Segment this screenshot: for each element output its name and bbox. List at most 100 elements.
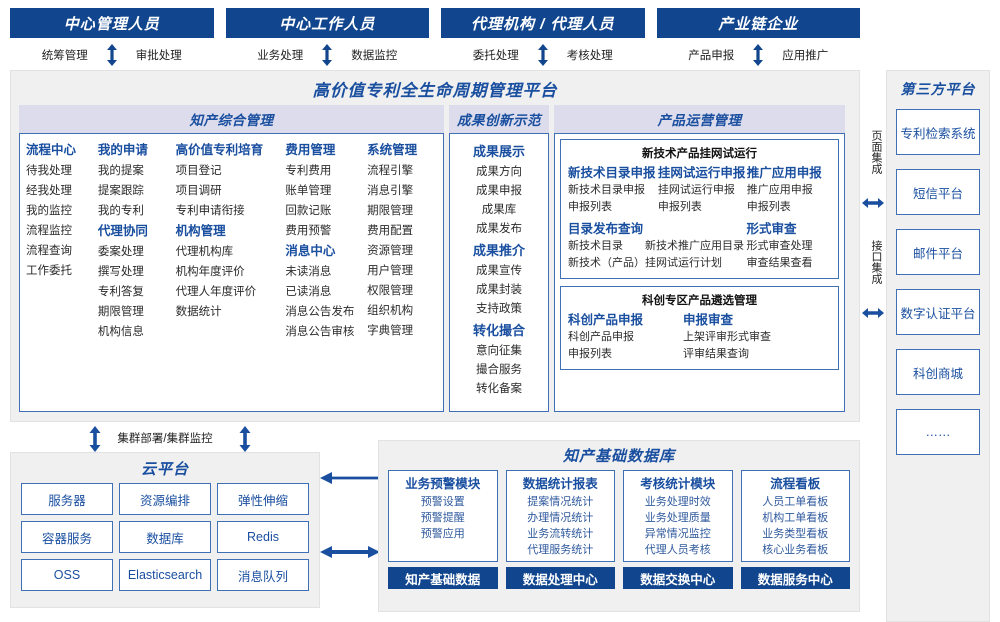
cloud-cell-server[interactable]: 服务器 [21,483,113,515]
menu-group-title[interactable]: 流程中心 [26,143,77,157]
menu-item[interactable]: 新技术目录申报 [568,184,645,196]
menu-item[interactable]: 期限管理 [367,205,414,217]
actor-box-1[interactable]: 中心工作人员 [225,8,429,38]
menu-item[interactable]: 流程监控 [26,225,72,237]
menu-item[interactable]: 费用配置 [367,225,414,237]
menu-item[interactable]: 机构信息 [97,326,144,338]
database-card-item[interactable]: 业务处理质量 [644,512,711,524]
menu-item[interactable]: 专利申请衔接 [175,205,245,217]
menu-item[interactable]: 撮合服务 [476,364,522,376]
menu-group-title[interactable]: 新技术目录申报 [568,166,656,180]
third-party-item-email[interactable]: 邮件平台 [896,229,980,275]
database-card-item[interactable]: 核心业务看板 [762,544,829,556]
menu-item[interactable]: 成果封装 [476,284,522,296]
third-party-item-digital-cert[interactable]: 数字认证平台 [896,289,980,335]
menu-item[interactable]: 成果申报 [476,185,522,197]
menu-item[interactable]: 意向征集 [476,345,522,357]
cloud-cell-mq[interactable]: 消息队列 [217,559,309,591]
actor-box-3[interactable]: 产业链企业 [656,8,860,38]
menu-item[interactable]: 组织机构 [367,305,414,317]
third-party-item-kechuang-mall[interactable]: 科创商城 [896,349,980,395]
menu-item[interactable]: 项目登记 [175,165,222,177]
menu-item[interactable]: 项目调研 [175,185,222,197]
menu-item[interactable]: 形式审查处理 [746,240,813,252]
cloud-cell-redis[interactable]: Redis [217,521,309,553]
menu-item[interactable]: 代理机构库 [175,246,234,258]
menu-group-title[interactable]: 推广应用申报 [746,166,822,180]
menu-item[interactable]: 我的监控 [26,205,72,217]
database-card-item[interactable]: 预警应用 [420,528,465,540]
menu-group-title[interactable]: 成果推介 [472,243,525,258]
menu-group-title[interactable]: 消息中心 [285,244,336,258]
menu-item[interactable]: 上架评审形式审查 [683,331,771,343]
menu-item[interactable]: 期限管理 [97,306,144,318]
database-footer-processing-center[interactable]: 数据处理中心 [505,567,615,589]
menu-item[interactable]: 权限管理 [367,285,414,297]
cloud-cell-orchestration[interactable]: 资源编排 [119,483,211,515]
third-party-item-sms[interactable]: 短信平台 [896,169,980,215]
database-card-item[interactable]: 机构工单看板 [762,512,829,524]
menu-item[interactable]: 已读消息 [285,286,332,298]
menu-item[interactable]: 成果库 [481,204,517,216]
database-card-item[interactable]: 业务流转统计 [527,528,594,540]
menu-item[interactable]: 数据统计 [175,306,222,318]
menu-item[interactable]: 未读消息 [285,266,332,278]
menu-item[interactable]: 成果发布 [476,223,522,235]
menu-item[interactable]: 费用预警 [285,225,332,237]
menu-item[interactable]: 流程查询 [26,245,72,257]
menu-group-title[interactable]: 费用管理 [285,143,336,157]
database-card-item[interactable]: 业务处理时效 [644,496,711,508]
database-card-item[interactable]: 办理情况统计 [527,512,594,524]
menu-group-title[interactable]: 机构管理 [175,224,226,238]
menu-item[interactable]: 我的提案 [97,165,144,177]
third-party-item-patent-search[interactable]: 专利检索系统 [896,109,980,155]
menu-item[interactable]: 支持政策 [476,303,522,315]
database-footer-exchange-center[interactable]: 数据交换中心 [623,567,733,589]
menu-item[interactable]: 字典管理 [367,325,414,337]
menu-item[interactable]: 申报列表 [568,201,612,213]
third-party-item-more[interactable]: …… [896,409,980,455]
cloud-cell-container[interactable]: 容器服务 [21,521,113,553]
menu-item[interactable]: 审查结果查看 [746,257,813,269]
menu-group-title[interactable]: 形式审查 [746,222,797,236]
database-card-item[interactable]: 代理人员考核 [644,544,711,556]
menu-item[interactable]: 流程引擎 [367,165,414,177]
menu-item[interactable]: 消息引擎 [367,185,414,197]
menu-item[interactable]: 消息公告发布 [285,306,355,318]
menu-group-title[interactable]: 高价值专利培育 [175,143,264,157]
menu-item[interactable]: 新技术目录 新技术推广应用目录 [568,240,744,252]
menu-item[interactable]: 申报列表 [568,348,612,360]
menu-item[interactable]: 申报列表 [746,201,791,213]
menu-item[interactable]: 待我处理 [26,165,72,177]
menu-item[interactable]: 用户管理 [367,265,414,277]
cloud-cell-autoscaling[interactable]: 弹性伸缩 [217,483,309,515]
menu-group-title[interactable]: 转化撮合 [472,323,525,338]
menu-item[interactable]: 挂网试运行申报 [657,184,735,196]
menu-item[interactable]: 资源管理 [367,245,414,257]
menu-group-title[interactable]: 目录发布查询 [568,222,644,236]
menu-group-title[interactable]: 挂网试运行申报 [657,166,746,180]
menu-group-title[interactable]: 系统管理 [367,143,418,157]
menu-item[interactable]: 代理人年度评价 [175,286,257,298]
menu-item[interactable]: 新技术（产品）挂网试运行计划 [568,257,722,269]
database-card-item[interactable]: 预警提醒 [420,512,465,524]
menu-group-title[interactable]: 申报审查 [683,313,734,327]
menu-item[interactable]: 消息公告审核 [285,326,355,338]
menu-item[interactable]: 工作委托 [26,265,72,277]
menu-item[interactable]: 专利答复 [97,286,144,298]
menu-item[interactable]: 科创产品申报 [568,331,634,343]
cloud-cell-elasticsearch[interactable]: Elasticsearch [119,559,211,591]
menu-item[interactable]: 申报列表 [657,201,702,213]
menu-item[interactable]: 回款记账 [285,205,332,217]
menu-item[interactable]: 转化备案 [476,383,522,395]
menu-group-title[interactable]: 科创产品申报 [568,313,644,327]
actor-box-0[interactable]: 中心管理人员 [10,8,214,38]
menu-item[interactable]: 我的专利 [97,205,144,217]
database-card-item[interactable]: 业务类型看板 [762,528,829,540]
menu-item[interactable]: 成果宣传 [476,265,522,277]
menu-item[interactable]: 经我处理 [26,185,72,197]
menu-group-title[interactable]: 我的申请 [97,143,148,157]
menu-item[interactable]: 评审结果查询 [683,348,749,360]
menu-item[interactable]: 撰写处理 [97,266,144,278]
menu-item[interactable]: 机构年度评价 [175,266,245,278]
